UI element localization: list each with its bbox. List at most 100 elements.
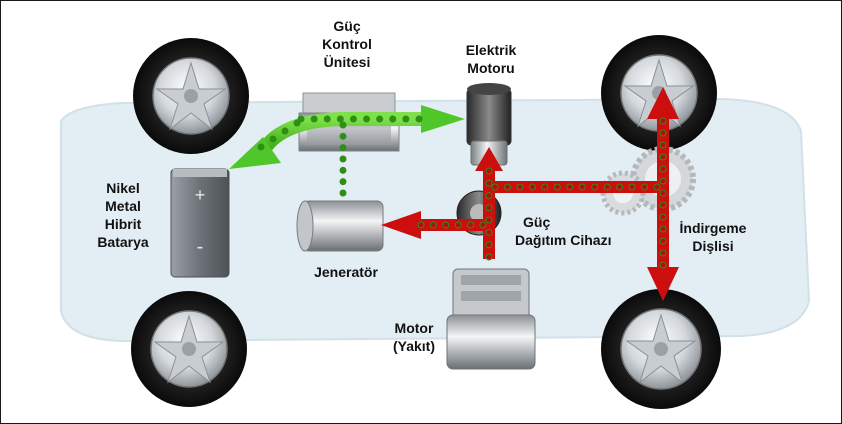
mech-flow-marker [641,183,649,191]
label-battery-line-2: Metal [105,198,141,214]
electric-flow-marker [389,115,397,123]
mech-flow-marker [659,117,667,125]
mech-flow-marker [659,129,667,137]
label-battery-line-4: Batarya [97,234,149,250]
mech-flow-marker [485,228,493,236]
mech-flow-marker [485,253,493,261]
label-battery-line-1: Nikel [106,180,140,196]
electric-flow-marker [336,115,344,123]
electric-flow-marker [339,178,347,186]
label-generator-line-1: Jeneratör [314,264,378,280]
mech-flow-marker [659,225,667,233]
label-power-split: Güç Dağıtım Cihazı [515,213,645,249]
electric-flow-marker [269,135,277,143]
label-engine: Motor (Yakıt) [381,319,447,355]
mech-flow-marker [454,221,462,229]
battery-minus-symbol: - [197,236,204,258]
electric-flow-marker [415,115,423,123]
label-ps-line-1: Güç [523,214,551,230]
electric-flow-marker [339,155,347,163]
label-rg-line-1: İndirgeme [679,220,747,236]
mech-flow-marker [603,183,611,191]
generator [296,200,384,252]
electric-flow-marker [339,132,347,140]
electric-flow-marker [339,166,347,174]
mech-flow-marker [485,192,493,200]
electric-flow-marker [297,115,305,123]
mech-flow-marker [491,183,499,191]
mech-arrowhead-generator [381,211,421,239]
electric-flow-marker [323,115,331,123]
mech-flow-marker [659,189,667,197]
mech-flow-marker [591,183,599,191]
mech-flow-marker [566,183,574,191]
mech-flow-marker [659,165,667,173]
mech-flow-marker [467,221,475,229]
mech-arrowhead-motor [475,147,503,171]
mech-flow-marker [485,167,493,175]
mech-flow-marker [479,221,487,229]
mech-flow-marker [659,201,667,209]
mech-flow-marker [485,241,493,249]
battery-pack: + - [170,168,230,278]
label-power-control-unit: Güç Kontrol Ünitesi [307,17,387,71]
mech-flow-marker [553,183,561,191]
electric-flow-arrowhead-motor [421,105,465,133]
label-rg-line-2: Dişlisi [692,238,734,254]
mech-flow-marker [616,183,624,191]
mech-flow-marker [485,179,493,187]
mech-flow-marker [485,216,493,224]
electric-flow-marker [363,115,371,123]
wheel-rear-right [601,289,721,409]
electric-flow-marker [339,189,347,197]
flow-markers [257,115,667,269]
label-pcu-line-2: Kontrol [322,36,372,52]
label-engine-line-1: Motor [394,320,434,336]
mech-flow-marker [578,183,586,191]
mech-flow-marker [442,221,450,229]
label-reduction-gear: İndirgeme Dişlisi [663,219,763,255]
mech-flow-marker [541,183,549,191]
mech-flow-marker [429,221,437,229]
label-electric-motor: Elektrik Motoru [449,41,533,77]
mech-flow-marker [628,183,636,191]
label-battery: Nikel Metal Hibrit Batarya [83,179,163,251]
electric-flow-marker [402,115,410,123]
label-generator: Jeneratör [301,263,391,281]
mech-arrowhead-front-wheel [647,87,679,119]
label-engine-line-2: (Yakıt) [392,338,435,354]
mech-flow-marker [659,237,667,245]
label-battery-line-3: Hibrit [104,216,142,232]
mech-arrowhead-rear-wheel [647,267,679,301]
battery-plus-symbol: + [195,185,206,205]
mech-flow-marker [485,204,493,212]
engine-block [446,268,536,370]
mech-flow-marker [503,183,511,191]
wheel-front-left [133,38,249,154]
wheel-rear-left [131,291,247,407]
electric-flow-marker [293,119,301,127]
mech-flow-marker [659,249,667,257]
electric-flow-marker [339,144,347,152]
label-pcu-line-1: Güç [333,18,361,34]
mech-flow-marker [659,177,667,185]
electric-flow-arrowhead-battery [229,137,281,169]
mech-flow-marker [659,141,667,149]
label-pcu-line-3: Ünitesi [323,54,371,70]
wheel-front-right [601,35,717,151]
mech-flow-marker [516,183,524,191]
mech-flow-marker [659,261,667,269]
mech-flow-marker [528,183,536,191]
electric-flow-marker [339,121,347,129]
electric-flow-marker [281,127,289,135]
label-em-line-1: Elektrik [465,42,517,58]
electric-flow-marker [310,115,318,123]
electric-flow-marker [349,115,357,123]
mech-flow-marker [659,213,667,221]
label-ps-line-2: Dağıtım Cihazı [515,232,612,248]
electric-flow-marker [376,115,384,123]
mech-flow-marker [659,153,667,161]
mech-flow-marker [417,221,425,229]
